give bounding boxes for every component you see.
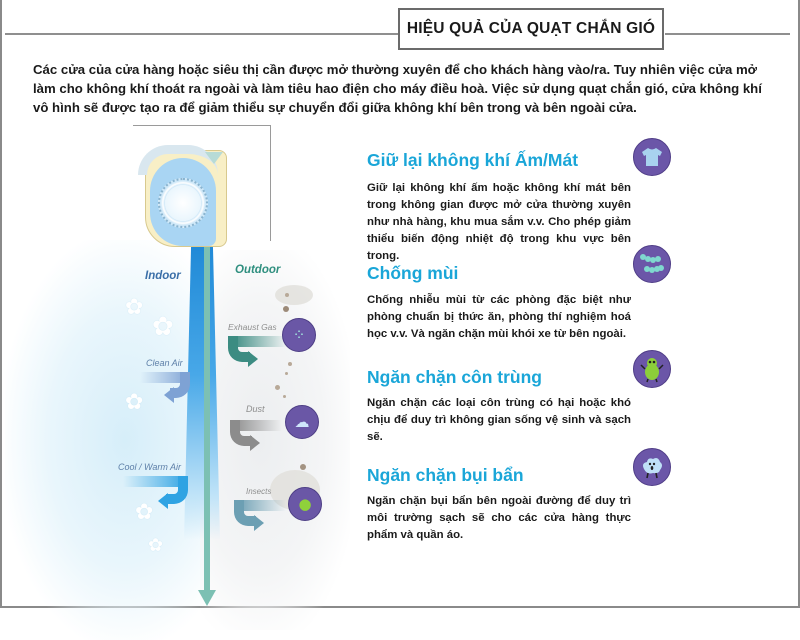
header-rule-left	[5, 33, 400, 35]
dust-arrow-icon	[232, 420, 282, 431]
circulation-arrow-icon	[138, 145, 218, 175]
outdoor-label: Outdoor	[235, 264, 281, 276]
clean-air-arrow-icon	[140, 372, 190, 383]
insect-icon	[633, 350, 671, 388]
flower-icon: ✿	[148, 535, 164, 556]
dust-creature-icon: ☁	[285, 405, 319, 439]
particle-dot	[288, 362, 292, 366]
feature-body: Ngăn chặn bụi bẩn bên ngoài đường để duy…	[367, 495, 631, 541]
page-title: HIỆU QUẢ CỦA QUẠT CHẮN GIÓ	[406, 20, 656, 37]
exhaust-gas-arrow-icon	[232, 336, 287, 347]
exhaust-gas-arrowhead-icon	[248, 351, 258, 367]
gas-molecule-icon: ⁘	[282, 318, 316, 352]
feature-title: Ngăn chặn côn trùng	[367, 367, 542, 387]
feature-title: Giữ lại không khí Ấm/Mát	[367, 150, 579, 170]
clean-air-arrow-curve-icon	[170, 372, 190, 398]
flow-label-dust: Dust	[246, 404, 265, 414]
insects-arrow-icon	[236, 500, 286, 511]
down-arrow-icon	[198, 590, 216, 606]
feature-title: Chống mùi	[367, 263, 459, 283]
particle-dot	[285, 293, 289, 297]
particle-dot	[283, 306, 289, 312]
title-box: HIỆU QUẢ CỦA QUẠT CHẮN GIÓ	[398, 8, 664, 50]
header-rule-right	[665, 33, 790, 35]
flower-icon: ✿	[152, 312, 174, 342]
flow-label-insects: Insects	[246, 487, 272, 496]
molecule-icon	[633, 245, 671, 283]
feature-body: Ngăn chặn các loại côn trùng có hại hoặc…	[367, 397, 631, 443]
intro-paragraph: Các cửa của cửa hàng hoặc siêu thị cần đ…	[33, 62, 762, 115]
flower-icon: ✿	[135, 500, 154, 525]
circulation-arrowhead-icon	[205, 152, 223, 164]
insect-creature-icon: ●	[288, 487, 322, 521]
particle-dot	[275, 385, 280, 390]
fan-icon	[158, 178, 208, 228]
flower-icon: ✿	[125, 295, 144, 320]
flow-label-clean-air: Clean Air	[146, 358, 183, 368]
particle-dot	[285, 372, 288, 375]
indoor-zone	[5, 240, 205, 640]
exhaust-gas-arrow-curve-icon	[228, 336, 250, 362]
flow-label-exhaust-gas: Exhaust Gas	[228, 322, 277, 332]
particle-dot	[283, 395, 286, 398]
air-curtain-core	[204, 245, 210, 595]
dust-icon	[633, 448, 671, 486]
feature-body: Giữ lại không khí ấm hoặc không khí mát …	[367, 182, 631, 262]
particle-dot	[300, 464, 306, 470]
wall-outline	[133, 125, 271, 241]
insects-arrowhead-icon	[254, 515, 264, 531]
flower-icon: ✿	[125, 390, 144, 415]
flow-label-cool-warm-air: Cool / Warm Air	[118, 462, 182, 472]
smoke-cloud-icon	[275, 285, 313, 305]
dust-arrow-curve-icon	[230, 420, 252, 446]
indoor-label: Indoor	[145, 270, 181, 282]
clean-air-arrowhead-icon	[164, 387, 174, 403]
shirt-icon	[633, 138, 671, 176]
cool-warm-air-arrowhead-icon	[158, 493, 168, 509]
feature-title: Ngăn chặn bụi bẩn	[367, 465, 524, 485]
cool-warm-air-arrow-curve-icon	[166, 476, 188, 504]
dust-arrowhead-icon	[250, 435, 260, 451]
feature-body: Chống nhiễu mùi từ các phòng đặc biệt nh…	[367, 294, 631, 340]
cool-warm-air-arrow-icon	[123, 476, 188, 487]
outdoor-zone	[200, 250, 350, 630]
insects-arrow-curve-icon	[234, 500, 256, 526]
